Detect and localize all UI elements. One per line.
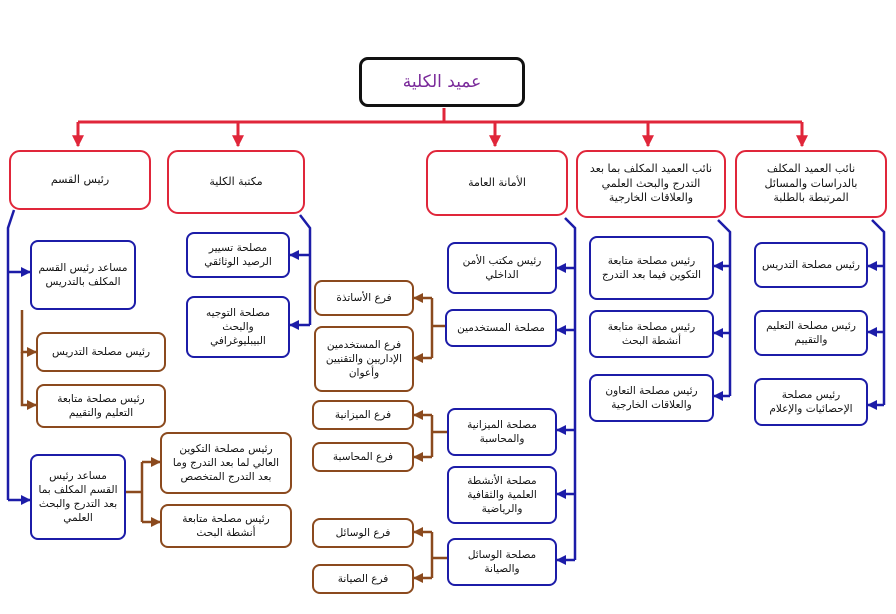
budget-branch-box: فرع الميزانية [312,400,414,430]
means-branch-label: فرع الوسائل [335,526,391,539]
studies-training-box: رئيس مصلحة التعليم والتقييم [754,310,868,356]
postgrad-training-label: رئيس مصلحة متابعة التكوين فيما بعد التدر… [601,254,702,281]
postgrad-training-box: رئيس مصلحة متابعة التكوين فيما بعد التدر… [589,236,714,300]
assistant-postgrad-box: مساعد رئيس القسم المكلف بما بعد التدرج و… [30,454,126,540]
admin-staff-branch-box: فرع المستخدمين الإداريين والتقنيين وأعوا… [314,326,414,392]
library-box: مكتبة الكلية [167,150,305,214]
accounting-branch-box: فرع المحاسبة [312,442,414,472]
vice-dean-studies-box: نائب العميد المكلف بالدراسات والمسائل ال… [735,150,887,218]
dean-title: عميد الكلية [402,71,482,92]
activities-service-label: مصلحة الأنشطة العلمية والثقافية والرياضي… [467,474,537,516]
budget-branch-label: فرع الميزانية [334,408,392,421]
dept-teaching-box: رئيس مصلحة التدريس [36,332,166,372]
maintenance-branch-label: فرع الصيانة [337,572,389,585]
studies-training-label: رئيس مصلحة التعليم والتقييم [766,319,856,346]
postgrad-cooperation-box: رئيس مصلحة التعاون والعلاقات الخارجية [589,374,714,422]
security-office-label: رئيس مكتب الأمن الداخلي [462,254,542,281]
security-office-box: رئيس مكتب الأمن الداخلي [447,242,557,294]
library-label: مكتبة الكلية [209,174,263,188]
vice-dean-studies-label: نائب العميد المكلف بالدراسات والمسائل ال… [764,161,858,205]
dept-followup-label: رئيس مصلحة متابعة التعليم والتقييم [57,392,145,419]
dean-box: عميد الكلية [359,57,525,107]
studies-statistics-label: رئيس مصلحة الإحصائيات والإعلام [769,388,853,415]
higher-training-box: رئيس مصلحة التكوين العالي لما بعد التدرج… [160,432,292,494]
higher-training-label: رئيس مصلحة التكوين العالي لما بعد التدرج… [172,442,280,484]
postgrad-cooperation-label: رئيس مصلحة التعاون والعلاقات الخارجية [605,384,698,411]
studies-teaching-box: رئيس مصلحة التدريس [754,242,868,288]
dept-teaching-label: رئيس مصلحة التدريس [52,345,151,358]
assistant-teaching-label: مساعد رئيس القسم المكلف بالتدريس [38,261,128,288]
vice-dean-postgrad-label: نائب العميد المكلف بما بعد التدرج والبحث… [589,161,713,205]
maintenance-branch-box: فرع الصيانة [312,564,414,594]
studies-statistics-box: رئيس مصلحة الإحصائيات والإعلام [754,378,868,426]
postgrad-research-box: رئيس مصلحة متابعة أنشطة البحث [589,310,714,358]
department-head-label: رئيس القسم [50,172,110,186]
dept-followup-box: رئيس مصلحة متابعة التعليم والتقييم [36,384,166,428]
means-service-label: مصلحة الوسائل والصيانة [467,548,537,575]
assistant-postgrad-label: مساعد رئيس القسم المكلف بما بعد التدرج و… [38,469,118,525]
budget-service-box: مصلحة الميزانية والمحاسبة [447,408,557,456]
assistant-teaching-box: مساعد رئيس القسم المكلف بالتدريس [30,240,136,310]
research-activities-label: رئيس مصلحة متابعة أنشطة البحث [182,512,270,539]
research-activities-box: رئيس مصلحة متابعة أنشطة البحث [160,504,292,548]
postgrad-research-label: رئيس مصلحة متابعة أنشطة البحث [607,320,696,347]
department-head-box: رئيس القسم [9,150,151,210]
means-branch-box: فرع الوسائل [312,518,414,548]
activities-service-box: مصلحة الأنشطة العلمية والثقافية والرياضي… [447,466,557,524]
holdings-service-box: مصلحة تسيير الرصيد الوثائقي [186,232,290,278]
guidance-service-label: مصلحة التوجيه والبحث البيبليوغرافي [206,306,270,348]
vice-dean-postgrad-box: نائب العميد المكلف بما بعد التدرج والبحث… [576,150,726,218]
holdings-service-label: مصلحة تسيير الرصيد الوثائقي [204,241,272,268]
staff-service-label: مصلحة المستخدمين [457,321,545,334]
means-service-box: مصلحة الوسائل والصيانة [447,538,557,586]
staff-service-box: مصلحة المستخدمين [445,309,557,347]
secretariat-label: الأمانة العامة [468,175,526,189]
teachers-branch-box: فرع الأساتذة [314,280,414,316]
accounting-branch-label: فرع المحاسبة [332,450,394,463]
studies-teaching-label: رئيس مصلحة التدريس [761,258,860,271]
secretariat-box: الأمانة العامة [426,150,568,216]
teachers-branch-label: فرع الأساتذة [336,291,392,304]
admin-staff-branch-label: فرع المستخدمين الإداريين والتقنيين وأعوا… [325,338,403,380]
guidance-service-box: مصلحة التوجيه والبحث البيبليوغرافي [186,296,290,358]
budget-service-label: مصلحة الميزانية والمحاسبة [467,418,537,445]
